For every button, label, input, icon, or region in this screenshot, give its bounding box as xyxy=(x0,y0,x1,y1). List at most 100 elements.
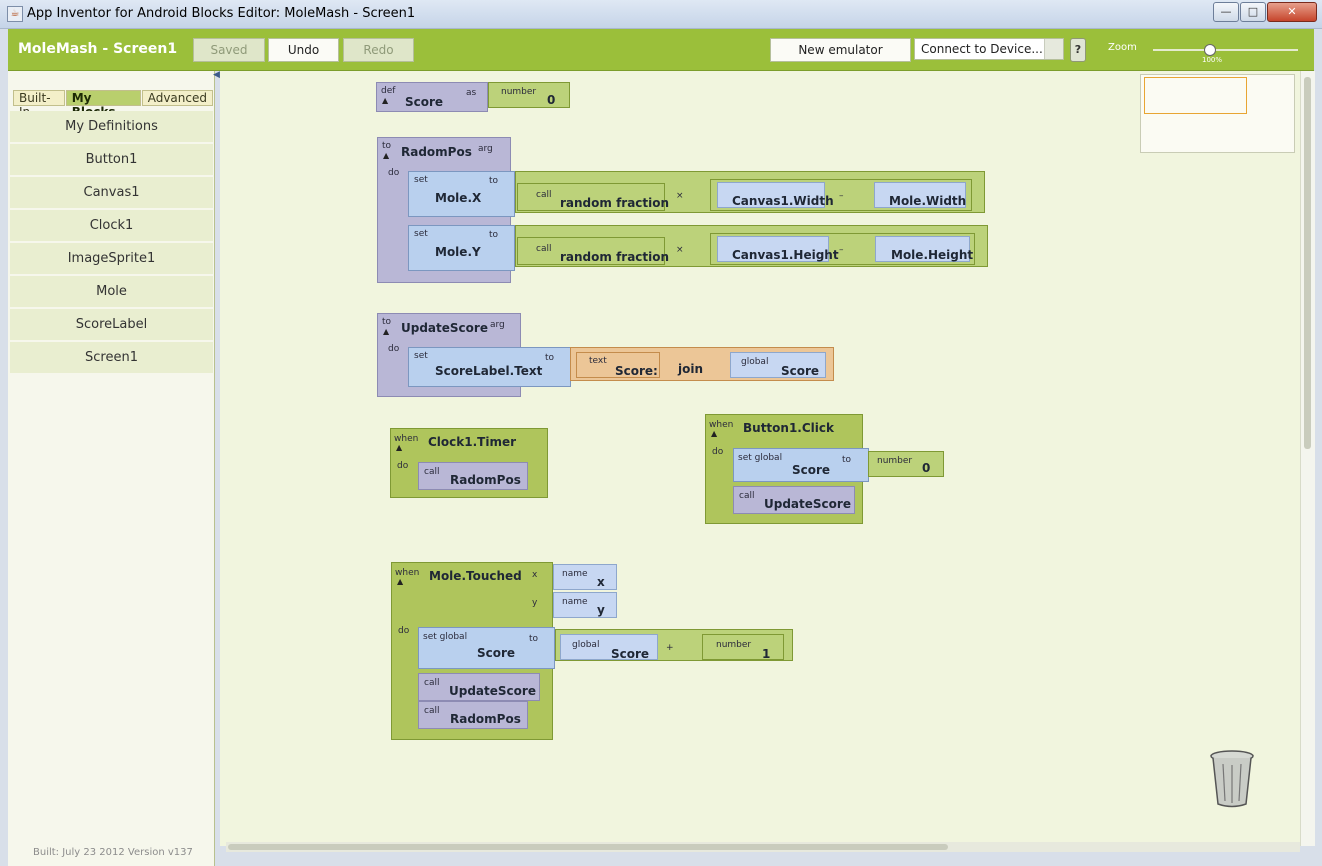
global-name: Score xyxy=(781,364,820,378)
param-name-x[interactable]: name x xyxy=(553,564,617,590)
horizontal-scroll-thumb[interactable] xyxy=(228,844,948,850)
getter-canvas-width[interactable]: Canvas1.Width xyxy=(717,182,834,208)
text-block[interactable]: text Score: xyxy=(576,352,660,378)
tab-advanced[interactable]: Advanced xyxy=(141,90,213,106)
drawer-clock1[interactable]: Clock1 xyxy=(10,210,213,243)
def-name: Score xyxy=(405,95,444,109)
drawer-screen1[interactable]: Screen1 xyxy=(10,342,213,375)
param-value[interactable]: x xyxy=(597,575,605,589)
collapse-triangle-icon[interactable]: ▲ xyxy=(383,327,390,336)
dropdown-arrow-icon xyxy=(1044,39,1063,59)
number-block[interactable]: number 0 xyxy=(868,451,944,477)
getter-mole-width[interactable]: Mole.Width xyxy=(874,182,966,208)
call-radompos-block[interactable]: call RadomPos xyxy=(418,701,528,729)
set-mole-y-block[interactable]: set Mole.Y to xyxy=(408,225,515,271)
zoom-slider-handle[interactable] xyxy=(1204,44,1216,56)
kw-arg: arg xyxy=(490,320,505,330)
kw-do: do xyxy=(397,461,409,471)
collapse-panel-icon[interactable]: ◀ xyxy=(213,70,220,80)
call-updatescore-block[interactable]: call UpdateScore xyxy=(733,486,855,514)
close-button[interactable]: ✕ xyxy=(1267,2,1317,22)
kw-when: when xyxy=(395,568,420,578)
kw-arg: arg xyxy=(478,144,493,154)
call-radompos-block[interactable]: call RadomPos xyxy=(418,462,528,490)
set-mole-x-block[interactable]: set Mole.X to xyxy=(408,171,515,217)
param-value[interactable]: y xyxy=(597,603,605,617)
redo-button[interactable]: Redo xyxy=(343,38,414,62)
blocks-workspace[interactable]: def ▲ Score as number 0 to ▲ RadomPos ar… xyxy=(220,71,1300,846)
call-random-fraction-block[interactable]: call random fraction xyxy=(517,237,669,265)
blocks-palette-panel: Built-In My Blocks Advanced My Definitio… xyxy=(8,71,215,866)
kw-global: global xyxy=(741,357,769,367)
collapse-triangle-icon[interactable]: ▲ xyxy=(383,151,390,160)
param-name-y[interactable]: name y xyxy=(553,592,617,618)
kw-param-x: x xyxy=(532,570,538,580)
minimap-viewport[interactable] xyxy=(1144,77,1247,114)
number-value[interactable]: 1 xyxy=(762,647,771,661)
minus-operator: – xyxy=(839,191,844,201)
tab-built-in[interactable]: Built-In xyxy=(13,90,65,119)
drawer-scorelabel[interactable]: ScoreLabel xyxy=(10,309,213,342)
number-block[interactable]: number 0 xyxy=(488,82,570,108)
window-title-bar: ☕ App Inventor for Android Blocks Editor… xyxy=(0,0,1322,29)
vertical-scrollbar[interactable] xyxy=(1300,71,1315,846)
procedure-name: UpdateScore xyxy=(401,321,488,335)
set-scorelabel-text-block[interactable]: set ScoreLabel.Text to xyxy=(408,347,571,387)
getter-canvas-height[interactable]: Canvas1.Height xyxy=(717,236,839,262)
project-title: MoleMash - Screen1 xyxy=(18,41,178,57)
call-name: UpdateScore xyxy=(764,497,851,511)
global-name: Score xyxy=(611,647,650,661)
kw-to: to xyxy=(382,141,392,151)
kw-do: do xyxy=(398,626,410,636)
getter-mole-height[interactable]: Mole.Height xyxy=(875,236,973,262)
call-name: RadomPos xyxy=(450,712,521,726)
undo-button[interactable]: Undo xyxy=(268,38,339,62)
global-score-getter[interactable]: global Score xyxy=(560,634,658,661)
set-target: Score xyxy=(477,646,516,660)
drawer-button1[interactable]: Button1 xyxy=(10,144,213,177)
drawer-mole[interactable]: Mole xyxy=(10,276,213,309)
drawer-imagesprite1[interactable]: ImageSprite1 xyxy=(10,243,213,276)
function-name: random fraction xyxy=(560,196,670,210)
number-value[interactable]: 0 xyxy=(547,93,556,107)
connect-device-label: Connect to Device... xyxy=(921,42,1043,56)
drawer-my-definitions[interactable]: My Definitions xyxy=(10,111,213,144)
kw-number: number xyxy=(501,87,537,97)
connect-device-dropdown[interactable]: Connect to Device... xyxy=(914,38,1064,60)
kw-set: set xyxy=(414,351,428,361)
minimize-button[interactable]: — xyxy=(1213,2,1239,22)
kw-to: to xyxy=(489,176,499,186)
def-score-block[interactable]: def ▲ Score as xyxy=(376,82,488,112)
set-global-score-block[interactable]: set global Score to xyxy=(733,448,869,482)
collapse-triangle-icon[interactable]: ▲ xyxy=(397,577,404,586)
build-info: Built: July 23 2012 Version v137 xyxy=(33,847,193,858)
kw-number: number xyxy=(877,456,913,466)
new-emulator-button[interactable]: New emulator xyxy=(770,38,911,62)
call-random-fraction-block[interactable]: call random fraction xyxy=(517,183,669,211)
multiply-operator: × xyxy=(676,245,684,255)
kw-do: do xyxy=(712,447,724,457)
collapse-triangle-icon[interactable]: ▲ xyxy=(711,429,718,438)
kw-set: set xyxy=(414,229,428,239)
saved-button[interactable]: Saved xyxy=(193,38,265,62)
horizontal-scrollbar[interactable] xyxy=(226,842,1300,852)
set-global-score-block[interactable]: set global Score to xyxy=(418,627,555,669)
number-block[interactable]: number 1 xyxy=(702,634,784,661)
set-target: Score xyxy=(792,463,831,477)
trash-can-icon[interactable] xyxy=(1209,748,1255,808)
drawer-canvas1[interactable]: Canvas1 xyxy=(10,177,213,210)
vertical-scroll-thumb[interactable] xyxy=(1304,77,1311,449)
workspace-minimap[interactable] xyxy=(1140,74,1295,153)
help-button[interactable]: ? xyxy=(1070,38,1086,62)
collapse-triangle-icon[interactable]: ▲ xyxy=(382,96,389,105)
tab-my-blocks[interactable]: My Blocks xyxy=(65,90,141,119)
text-value[interactable]: Score: xyxy=(615,364,658,378)
maximize-button[interactable]: □ xyxy=(1240,2,1266,22)
zoom-slider-track[interactable] xyxy=(1153,49,1298,51)
kw-set: set xyxy=(414,175,428,185)
number-value[interactable]: 0 xyxy=(922,461,931,475)
call-updatescore-block[interactable]: call UpdateScore xyxy=(418,673,540,701)
zoom-label: Zoom xyxy=(1108,42,1137,53)
global-score-getter[interactable]: global Score xyxy=(730,352,826,378)
collapse-triangle-icon[interactable]: ▲ xyxy=(396,443,403,452)
